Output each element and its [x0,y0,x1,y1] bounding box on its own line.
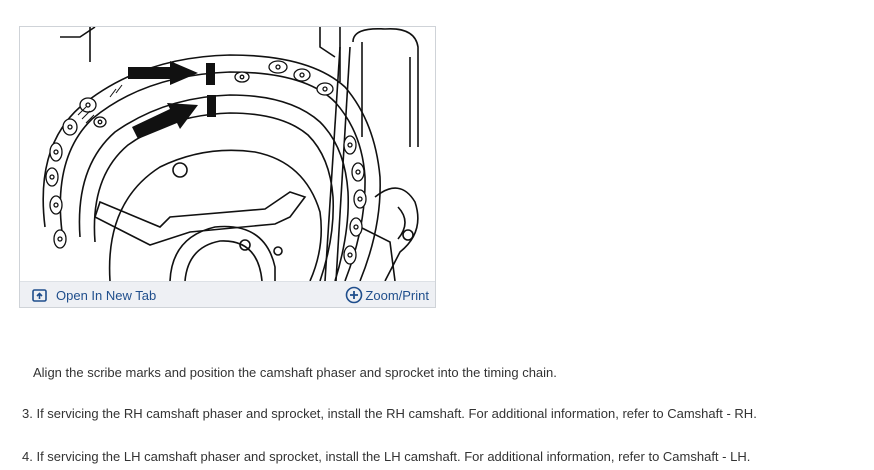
step-3-text: 3. If servicing the RH camshaft phaser a… [22,406,757,421]
zoom-plus-icon [345,286,363,304]
zoom-print-button[interactable]: Zoom/Print [345,285,429,305]
instruction-text: Align the scribe marks and position the … [33,365,557,380]
figure-card: Open In New Tab Zoom/Print [19,26,436,308]
zoom-print-label: Zoom/Print [365,287,429,303]
figure-toolbar: Open In New Tab Zoom/Print [20,281,435,307]
step-4-text: 4. If servicing the LH camshaft phaser a… [22,449,751,464]
timing-chain-diagram [20,27,435,281]
open-in-new-tab-button[interactable]: Open In New Tab [32,285,156,305]
open-in-new-tab-label: Open In New Tab [56,287,157,303]
open-in-new-tab-icon [32,288,47,302]
